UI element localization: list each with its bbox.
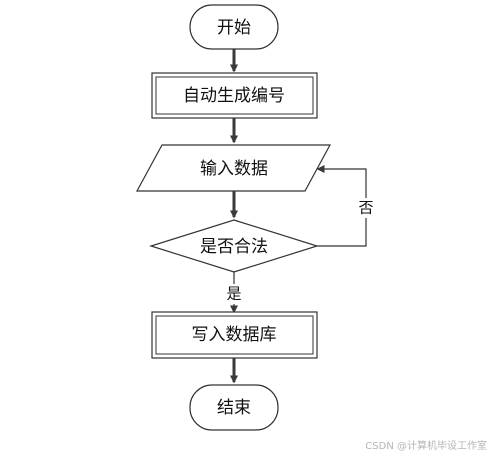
start-label: 开始 — [217, 18, 251, 38]
no-label: 否 — [358, 199, 373, 217]
start-node: 开始 — [189, 4, 279, 50]
no-label-bg — [353, 198, 379, 218]
end-node: 结束 — [189, 384, 279, 431]
yes-label: 是 — [226, 285, 241, 303]
input-data-label: 输入数据 — [200, 159, 268, 179]
input-data-node: 输入数据 — [135, 144, 332, 192]
generate-id-label: 自动生成编号 — [183, 86, 285, 106]
watermark-text: CSDN @计算机毕设工作室 — [365, 439, 487, 452]
is-valid-node: 是否合法 — [148, 219, 320, 273]
is-valid-label: 是否合法 — [200, 237, 268, 257]
yes-label-bg — [224, 284, 244, 304]
write-db-node: 写入数据库 — [151, 311, 318, 359]
generate-id-node: 自动生成编号 — [151, 72, 318, 119]
end-label: 结束 — [217, 398, 251, 418]
write-db-label: 写入数据库 — [192, 325, 277, 345]
